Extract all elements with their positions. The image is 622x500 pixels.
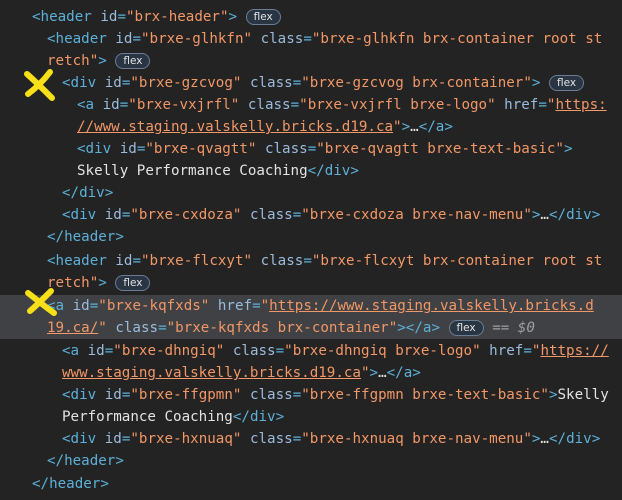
tree-node-brxe-dhngiq[interactable]: <a id="brxe-dhngiq" class="brxe-dhngiq b…: [0, 340, 622, 362]
tree-node-brxe-dhngiq-cont[interactable]: www.staging.valskelly.bricks.d19.ca">…</…: [62, 365, 421, 381]
tree-node-brxe-ffgpmn[interactable]: <div id="brxe-ffgpmn" class="brxe-ffgpmn…: [62, 387, 609, 403]
yellow-x-mark: [25, 288, 57, 316]
tree-node-brxe-kqfxds[interactable]: <a id="brxe-kqfxds" href="https://www.st…: [0, 295, 622, 339]
yellow-x-mark: [24, 69, 55, 101]
href-link[interactable]: 19.ca/: [47, 320, 99, 336]
tree-node-close-header[interactable]: </header>: [47, 453, 124, 469]
tree-node-close-header[interactable]: </header>: [47, 229, 124, 245]
flex-badge[interactable]: flex: [115, 53, 151, 69]
href-link[interactable]: //www.staging.valskelly.bricks.d19.ca: [77, 119, 394, 135]
tree-node-brxe-cxdoza[interactable]: <div id="brxe-cxdoza" class="brxe-cxdoza…: [0, 204, 622, 226]
tree-node-brxe-ffgpmn-cont[interactable]: Performance Coaching</div>: [62, 409, 285, 425]
tree-node-brxe-vxjrfl[interactable]: <a id="brxe-vxjrfl" class="brxe-vxjrfl b…: [0, 94, 622, 116]
href-link[interactable]: https://www.staging.valskelly.bricks.d: [269, 298, 594, 314]
selected-node-marker: == $0: [492, 320, 535, 336]
href-link[interactable]: https://: [540, 343, 609, 359]
tree-node-close-div[interactable]: </div>: [62, 185, 114, 201]
tree-node-brx-header[interactable]: <header id="brx-header"> flex: [0, 6, 622, 28]
tree-node-brxe-qvagtt[interactable]: <div id="brxe-qvagtt" class="brxe-qvagtt…: [77, 141, 573, 157]
flex-badge[interactable]: flex: [245, 9, 281, 25]
flex-badge[interactable]: flex: [448, 320, 484, 336]
tree-node-brxe-glhkfn[interactable]: <header id="brxe-glhkfn" class="brxe-glh…: [0, 28, 622, 50]
text-node: Skelly: [557, 387, 609, 403]
text-node: Skelly Performance Coaching: [77, 163, 308, 179]
tree-node-brxe-flcxyt[interactable]: <header id="brxe-flcxyt" class="brxe-flc…: [0, 250, 622, 272]
flex-badge[interactable]: flex: [115, 275, 151, 291]
flex-badge[interactable]: flex: [548, 75, 585, 91]
tree-node-close-header-root[interactable]: </header>: [32, 476, 109, 492]
tree-node-brxe-gzcvog[interactable]: <div id="brxe-gzcvog" class="brxe-gzcvog…: [0, 72, 622, 94]
tree-node-brxe-vxjrfl-cont[interactable]: //www.staging.valskelly.bricks.d19.ca">……: [77, 119, 453, 135]
tree-node-brxe-flcxyt-cont[interactable]: retch"> flex: [0, 272, 622, 294]
tree-node-brxe-glhkfn-cont[interactable]: retch"> flex: [0, 50, 622, 72]
tree-node-brxe-hxnuaq[interactable]: <div id="brxe-hxnuaq" class="brxe-hxnuaq…: [0, 428, 622, 450]
text-node: Performance Coaching: [62, 409, 233, 425]
tree-node-brxe-qvagtt-cont[interactable]: Skelly Performance Coaching</div>: [77, 163, 359, 179]
href-link[interactable]: https:: [555, 97, 607, 113]
href-link[interactable]: www.staging.valskelly.bricks.d19.ca: [62, 365, 361, 381]
